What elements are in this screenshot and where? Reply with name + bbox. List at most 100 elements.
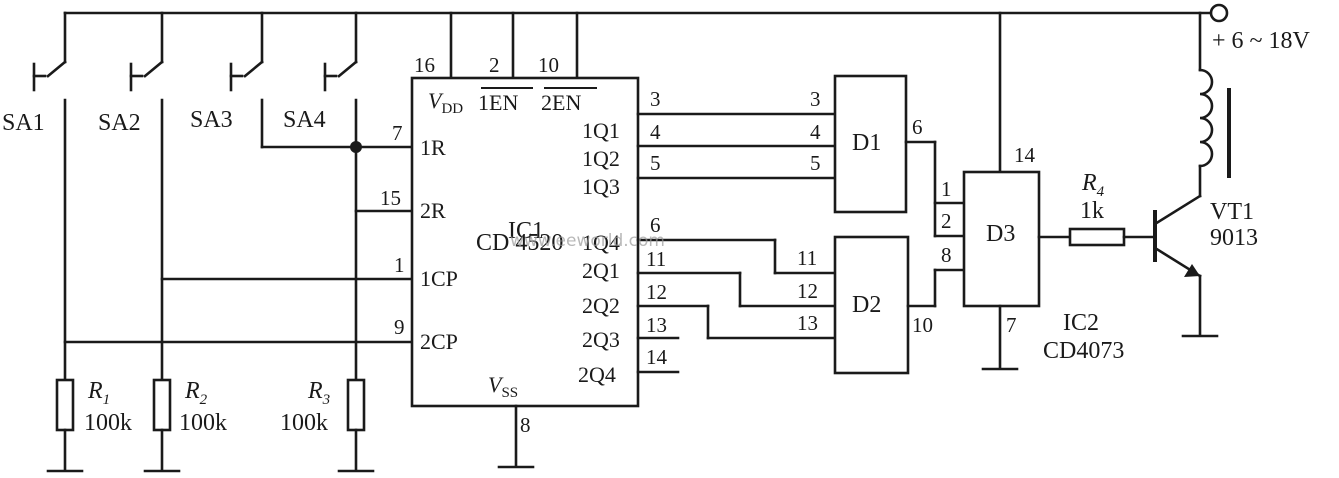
transistor-vt1: VT1 9013 (1153, 194, 1258, 338)
gate-label: D1 (852, 130, 881, 156)
pin-number: 5 (810, 151, 821, 175)
switch-label: SA3 (190, 107, 233, 133)
gate-d1-body (833, 74, 908, 214)
pin-number: 9 (394, 315, 405, 339)
switch-label: SA1 (2, 110, 45, 136)
pin-label: 2Q3 (582, 327, 620, 352)
relay-coil (1198, 11, 1231, 198)
ic2-part-number: CD4073 (1043, 338, 1124, 364)
pin-number: 1 (941, 177, 952, 201)
switch-sa4: SA4 (283, 11, 358, 382)
switch-sa2: SA2 (98, 11, 164, 382)
pin-label: 1R (420, 135, 446, 160)
pin-number: 4 (810, 120, 821, 144)
svg-text:R2: R2 (184, 378, 208, 408)
pin-number: 3 (650, 87, 661, 111)
pin-number: 12 (797, 279, 818, 303)
gate-label: D3 (986, 221, 1015, 247)
ic1-body (410, 76, 640, 408)
pin-number: 10 (912, 313, 933, 337)
vss-label: V (488, 372, 504, 397)
pin-number: 11 (646, 247, 666, 271)
pin-number: 15 (380, 186, 401, 210)
switch-sa3: SA3 (190, 11, 264, 149)
pin-number: 7 (392, 121, 403, 145)
svg-text:VDD: VDD (428, 88, 463, 117)
ic1-output-wiring: 3 4 5 6 11 12 13 14 (636, 87, 837, 374)
ic2-name: IC2 (1063, 310, 1099, 336)
resistor-value: 1k (1080, 198, 1104, 224)
vss-subscript: SS (501, 385, 518, 401)
resistor-r4: R4 1k (1037, 170, 1157, 247)
emitter-arrow (1184, 264, 1200, 277)
gate-d2: D2 11 12 13 10 (797, 235, 966, 375)
resistor-name: R (184, 378, 200, 404)
resistor-r1: R1 100k (46, 378, 132, 473)
pin-number: 3 (810, 87, 821, 111)
resistor-value: 100k (84, 410, 132, 436)
pin-label: 1Q4 (582, 230, 620, 255)
resistor-name: R (307, 378, 323, 404)
pin-number: 6 (650, 213, 661, 237)
ic1-input-wiring (63, 141, 414, 344)
resistor-r3: R3 100k (280, 378, 375, 473)
pin-label: 1CP (420, 266, 458, 291)
gate-label: D2 (852, 292, 881, 318)
pin-number: 10 (538, 53, 559, 77)
pin-label: 2Q2 (582, 293, 620, 318)
pin-number: 12 (646, 280, 667, 304)
junction-dot (350, 141, 362, 153)
vdd-label: V (428, 88, 444, 113)
pin-number: 13 (797, 311, 818, 335)
resistor-value: 100k (179, 410, 227, 436)
pin-number: 6 (912, 115, 923, 139)
svg-text:R3: R3 (307, 378, 330, 408)
gate-d3-body (962, 170, 1041, 308)
switch-sa1: SA1 (2, 11, 67, 382)
transistor-part-number: 9013 (1210, 225, 1258, 251)
svg-text:R4: R4 (1081, 170, 1105, 200)
vdd-subscript: DD (441, 101, 463, 117)
pin-number: 2 (489, 53, 500, 77)
pin-number: 1 (394, 253, 405, 277)
pin-number: 7 (1006, 313, 1017, 337)
switch-label: SA2 (98, 110, 141, 136)
pin-label: 2Q1 (582, 258, 620, 283)
ic1-cd4520: 16 2 10 VDD 1EN 2EN IC1 CD 4520 7 1R 15 … (380, 11, 640, 469)
pin-label: 1Q1 (582, 118, 620, 143)
svg-text:VSS: VSS (488, 372, 518, 401)
pin-label: 1Q2 (582, 146, 620, 171)
pin-label: 1Q3 (582, 174, 620, 199)
pin-number: 14 (1014, 143, 1036, 167)
supply-terminal (1209, 3, 1229, 23)
gate-d3: D3 1 2 8 14 7 IC2 CD4073 (941, 11, 1124, 371)
pin-label: 2R (420, 198, 446, 223)
pin-number: 4 (650, 120, 661, 144)
supply-rail: + 6 ~ 18V (63, 3, 1311, 54)
supply-voltage-label: + 6 ~ 18V (1212, 28, 1311, 54)
pin-number: 11 (797, 246, 817, 270)
resistor-name: R (1081, 170, 1097, 196)
ic1-part-number: CD 4520 (476, 230, 563, 256)
watermark: www.eeworld.com (510, 231, 665, 251)
pin-label: 2CP (420, 329, 458, 354)
pin-number: 13 (646, 313, 667, 337)
pin-number: 2 (941, 209, 952, 233)
pin-number: 16 (414, 53, 435, 77)
pin-number: 8 (520, 413, 531, 437)
resistor-subscript: 2 (200, 392, 208, 408)
pin-number: 5 (650, 151, 661, 175)
gate-d1: D1 3 4 5 6 (810, 74, 966, 238)
resistor-name: R (87, 378, 103, 404)
ic1-name: IC1 (508, 218, 544, 244)
resistor-value: 100k (280, 410, 328, 436)
resistor-subscript: 4 (1097, 184, 1105, 200)
enable-2-label: 2EN (541, 90, 581, 115)
resistor-subscript: 1 (103, 392, 111, 408)
transistor-name: VT1 (1210, 199, 1254, 225)
pin-label: 2Q4 (578, 362, 616, 387)
pin-number: 8 (941, 243, 952, 267)
pin-number: 14 (646, 345, 668, 369)
switch-label: SA4 (283, 107, 326, 133)
